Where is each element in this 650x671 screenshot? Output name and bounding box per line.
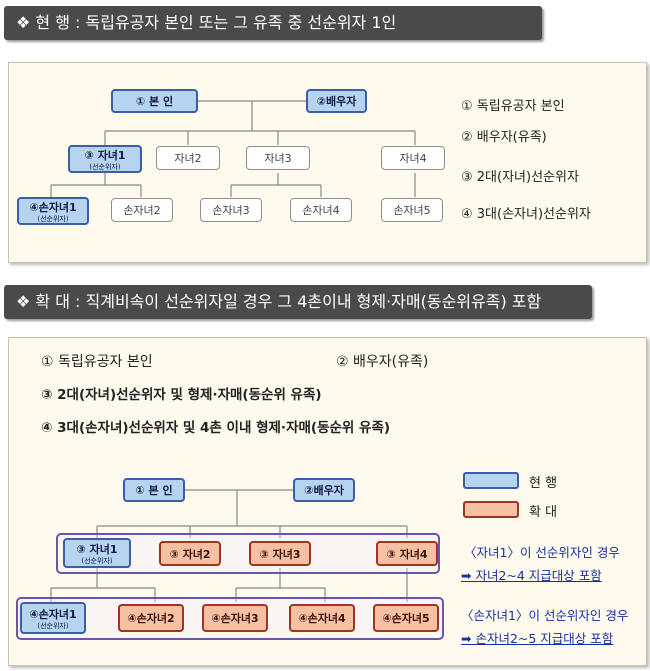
node-grandchild3: 손자녀3 <box>200 198 262 222</box>
section-header-current: ❖ 현 행 : 독립유공자 본인 또는 그 유족 중 선순위자 1인 <box>4 6 542 40</box>
legend-spouse: ② 배우자(유족) <box>461 130 547 145</box>
node-grandchild1-expand: ④손자녀1 (선순위자) <box>20 602 86 634</box>
node-child1-expand-label: ③ 자녀1 <box>76 542 118 556</box>
node-grandchild4: 손자녀4 <box>290 198 352 222</box>
node-child1-expand: ③ 자녀1 (선순위자) <box>63 538 131 568</box>
section-header-expand: ❖ 확 대 : 직계비속이 선순위자일 경우 그 4촌이내 형제·자매(동순위유… <box>4 285 592 319</box>
tree-connectors <box>50 100 416 197</box>
node-grandchild1-sub: (선순위자) <box>37 214 69 223</box>
node-child4-expand: ③ 자녀4 <box>376 541 438 566</box>
item-self: ① 독립유공자 본인 <box>41 354 153 370</box>
note-child-result: ➡ 자녀2~4 지급대상 포함 <box>461 568 602 583</box>
node-grandchild1-label: ④손자녀1 <box>29 200 77 214</box>
node-grandchild5-expand: ④손자녀5 <box>373 604 439 632</box>
node-child1-label: ③ 자녀1 <box>84 148 126 162</box>
item-spouse: ② 배우자(유족) <box>336 354 429 370</box>
node-child4: 자녀4 <box>381 146 445 170</box>
node-child3-expand: ③ 자녀3 <box>249 541 311 566</box>
node-spouse-expand: ②배우자 <box>293 478 355 502</box>
item-child-siblings: ③ 2대(자녀)선순위자 및 형제·자매(동순위 유족) <box>41 387 322 403</box>
node-grandchild2-expand: ④손자녀2 <box>118 604 184 632</box>
node-child1-expand-sub: (선순위자) <box>81 556 113 565</box>
node-self: ① 본 인 <box>111 89 198 113</box>
current-diagram-panel: ① 본 인 ②배우자 ③ 자녀1 (선순위자) 자녀2 자녀3 자녀4 ④손자녀… <box>8 62 647 263</box>
note-grandchild-result: ➡ 손자녀2~5 지급대상 포함 <box>461 631 614 646</box>
node-grandchild3-expand: ④손자녀3 <box>202 604 268 632</box>
legend-child: ③ 2대(자녀)선순위자 <box>461 170 579 185</box>
node-child1-sub: (선순위자) <box>89 162 121 171</box>
note-grandchild-condition: 〈손자녀1〉이 선순위자인 경우 <box>461 608 629 623</box>
legend-current-label: 현 행 <box>529 476 558 491</box>
legend-grandchild: ④ 3대(손자녀)선순위자 <box>461 207 591 222</box>
node-grandchild1: ④손자녀1 (선순위자) <box>17 197 89 225</box>
node-child2-expand: ③ 자녀2 <box>159 541 221 566</box>
legend-self: ① 독립유공자 본인 <box>461 99 565 114</box>
node-spouse: ②배우자 <box>306 89 367 113</box>
node-self-expand: ① 본 인 <box>123 478 185 502</box>
node-grandchild5: 손자녀5 <box>381 198 443 222</box>
node-grandchild1-expand-label: ④손자녀1 <box>29 607 77 621</box>
legend-expand-label: 확 대 <box>529 505 558 520</box>
legend-current-swatch <box>463 472 519 489</box>
legend-expand-swatch <box>463 501 519 518</box>
node-child1: ③ 자녀1 (선순위자) <box>68 145 142 173</box>
note-child-condition: 〈자녀1〉이 선순위자인 경우 <box>464 545 620 560</box>
item-grandchild-siblings: ④ 3대(손자녀)선순위자 및 4촌 이내 형제·자매(동순위 유족) <box>41 420 391 436</box>
expand-diagram-panel: ① 독립유공자 본인 ② 배우자(유족) ③ 2대(자녀)선순위자 및 형제·자… <box>8 337 647 666</box>
node-grandchild4-expand: ④손자녀4 <box>289 604 355 632</box>
node-child2: 자녀2 <box>156 146 220 170</box>
node-child3: 자녀3 <box>246 146 310 170</box>
node-grandchild1-expand-sub: (선순위자) <box>37 621 69 630</box>
node-grandchild2: 손자녀2 <box>111 198 173 222</box>
